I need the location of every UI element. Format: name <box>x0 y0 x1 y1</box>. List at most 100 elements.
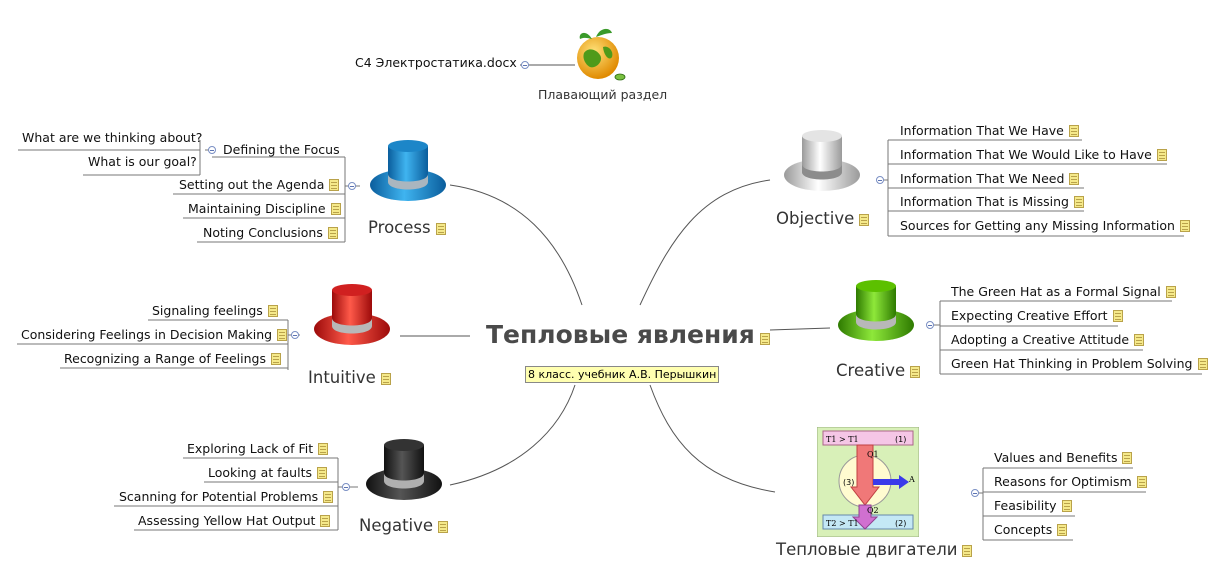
collapse-icon[interactable] <box>342 483 350 491</box>
list-item[interactable]: Green Hat Thinking in Problem Solving <box>951 356 1208 372</box>
attachment-docx[interactable]: С4 Электростатика.docx <box>355 55 517 70</box>
list-item[interactable]: Looking at faults <box>208 465 327 481</box>
collapse-icon[interactable] <box>348 182 356 190</box>
diagram-q2: Q2 <box>867 506 879 515</box>
creative-topic[interactable]: Creative <box>836 361 921 380</box>
item-label: Signaling feelings <box>152 303 263 318</box>
collapse-icon[interactable] <box>876 176 884 184</box>
item-label: Reasons for Optimism <box>994 474 1132 489</box>
list-item[interactable]: What is our goal? <box>88 154 197 169</box>
item-label: Considering Feelings in Decision Making <box>21 327 273 342</box>
list-item[interactable]: Defining the Focus <box>223 142 340 157</box>
note-icon[interactable] <box>1057 524 1068 536</box>
note-icon[interactable] <box>1069 173 1080 185</box>
list-item[interactable]: Maintaining Discipline <box>188 201 341 217</box>
red-hat-icon <box>314 284 390 345</box>
note-icon[interactable] <box>1165 286 1176 298</box>
note-icon[interactable] <box>1122 452 1133 464</box>
process-topic[interactable]: Process <box>368 218 446 237</box>
central-topic[interactable]: Тепловые явления <box>486 320 770 349</box>
collapse-icon[interactable] <box>926 321 934 329</box>
note-icon[interactable] <box>320 515 331 527</box>
note-icon[interactable] <box>438 521 449 533</box>
list-item[interactable]: Scanning for Potential Problems <box>119 489 334 505</box>
list-item[interactable]: Values and Benefits <box>994 450 1133 466</box>
note-icon[interactable] <box>318 443 329 455</box>
note-icon[interactable] <box>859 214 870 226</box>
note-icon[interactable] <box>1134 334 1145 346</box>
collapse-icon[interactable] <box>291 331 299 339</box>
note-icon[interactable] <box>329 179 340 191</box>
item-label: The Green Hat as a Formal Signal <box>951 284 1161 299</box>
process-label: Process <box>368 218 431 237</box>
note-icon[interactable] <box>1179 220 1190 232</box>
item-label: Information That We Need <box>900 171 1065 186</box>
note-icon[interactable] <box>759 333 770 345</box>
note-icon[interactable] <box>317 467 327 479</box>
diagram-arrow-label: A <box>908 475 915 484</box>
item-label: Sources for Getting any Missing Informat… <box>900 218 1175 233</box>
note-icon[interactable] <box>1068 125 1079 137</box>
note-icon[interactable] <box>1156 149 1167 161</box>
floating-topic-label[interactable]: Плавающий раздел <box>538 87 668 102</box>
item-label: Information That is Missing <box>900 194 1069 209</box>
note-icon[interactable] <box>323 491 334 503</box>
central-subtitle: 8 класс. учебник А.В. Перышкин <box>525 366 720 383</box>
list-item[interactable]: Feasibility <box>994 498 1072 514</box>
black-hat-icon <box>366 439 442 500</box>
list-item[interactable]: Concepts <box>994 522 1068 538</box>
list-item[interactable]: Information That We Need <box>900 171 1080 187</box>
item-label: Setting out the Agenda <box>179 177 325 192</box>
list-item[interactable]: Exploring Lack of Fit <box>187 441 329 457</box>
diagram-q1: Q1 <box>867 450 879 459</box>
note-icon[interactable] <box>435 223 446 235</box>
list-item[interactable]: Assessing Yellow Hat Output <box>138 513 331 529</box>
note-icon[interactable] <box>962 545 973 557</box>
intuitive-topic[interactable]: Intuitive <box>308 368 391 387</box>
list-item[interactable]: Noting Conclusions <box>203 225 338 241</box>
list-item[interactable]: Recognizing a Range of Feelings <box>64 351 281 367</box>
note-icon[interactable] <box>327 227 338 239</box>
list-item[interactable]: Information That is Missing <box>900 194 1084 210</box>
item-label: Scanning for Potential Problems <box>119 489 319 504</box>
list-item[interactable]: Sources for Getting any Missing Informat… <box>900 218 1190 234</box>
note-icon[interactable] <box>910 366 921 378</box>
negative-topic[interactable]: Negative <box>359 516 449 535</box>
diagram-bottom-num: (2) <box>895 519 906 528</box>
engines-topic[interactable]: Тепловые двигатели <box>776 540 973 559</box>
objective-topic[interactable]: Objective <box>776 209 870 228</box>
collapse-icon[interactable] <box>208 146 216 154</box>
green-hat-icon <box>838 280 914 341</box>
note-icon[interactable] <box>277 329 288 341</box>
list-item[interactable]: Reasons for Optimism <box>994 474 1147 490</box>
list-item[interactable]: Expecting Creative Effort <box>951 308 1123 324</box>
note-icon[interactable] <box>1112 310 1123 322</box>
note-icon[interactable] <box>1197 358 1208 370</box>
list-item[interactable]: Signaling feelings <box>152 303 278 319</box>
list-item[interactable]: Information That We Have <box>900 123 1079 139</box>
item-label: Assessing Yellow Hat Output <box>138 513 316 528</box>
list-item[interactable]: Setting out the Agenda <box>179 177 340 193</box>
note-icon[interactable] <box>267 305 278 317</box>
item-label: Exploring Lack of Fit <box>187 441 314 456</box>
collapse-icon[interactable] <box>521 61 529 69</box>
intuitive-label: Intuitive <box>308 368 376 387</box>
collapse-icon[interactable] <box>971 489 979 497</box>
diagram-bottom-label: T2 > T1 <box>826 519 859 528</box>
note-icon[interactable] <box>1074 196 1084 208</box>
note-icon[interactable] <box>1136 476 1147 488</box>
list-item[interactable]: Information That We Would Like to Have <box>900 147 1167 163</box>
item-label: Feasibility <box>994 498 1057 513</box>
diagram-mid-num: (3) <box>843 478 854 487</box>
list-item[interactable]: Considering Feelings in Decision Making <box>21 327 288 343</box>
list-item[interactable]: Adopting a Creative Attitude <box>951 332 1145 348</box>
note-icon[interactable] <box>1061 500 1072 512</box>
note-icon[interactable] <box>380 373 391 385</box>
item-label: Looking at faults <box>208 465 312 480</box>
list-item[interactable]: The Green Hat as a Formal Signal <box>951 284 1176 300</box>
note-icon[interactable] <box>270 353 281 365</box>
list-item[interactable]: What are we thinking about? <box>22 130 203 145</box>
note-icon[interactable] <box>330 203 341 215</box>
item-label: Adopting a Creative Attitude <box>951 332 1130 347</box>
